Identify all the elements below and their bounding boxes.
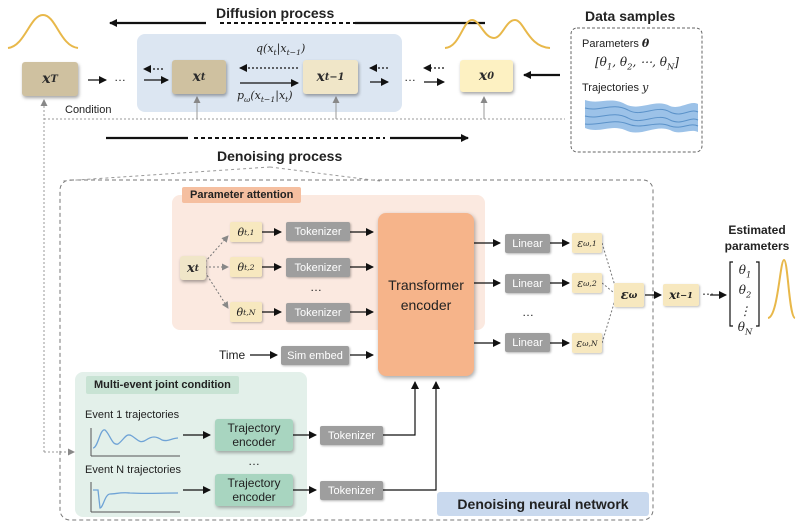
eventN-trajectory-plot xyxy=(90,482,180,513)
event1-label: Event 1 trajectories xyxy=(85,409,180,421)
transformer-encoder: Transformer encoder xyxy=(378,213,474,376)
data-samples-title: Data samples xyxy=(585,8,676,24)
denoising-title: Denoising process xyxy=(217,148,343,164)
parameters-set: [θ1, θ2, ⋯, θN] xyxy=(595,55,679,72)
trajectories-plot xyxy=(584,100,699,133)
time-label: Time xyxy=(219,348,246,362)
noise-distribution-curve xyxy=(7,13,79,49)
linear-dots: … xyxy=(522,305,534,319)
data-distribution-curve xyxy=(444,18,551,49)
diffusion-title: Diffusion process xyxy=(216,5,335,21)
multi-event-title: Multi-event joint condition xyxy=(86,376,239,394)
event-tokenizer-1: Tokenizer xyxy=(320,426,383,445)
trajectories-label: Trajectories y xyxy=(582,81,649,94)
linear-1: Linear xyxy=(505,234,550,253)
output-dots: ⋯ xyxy=(702,287,714,301)
transformer-label: Transformer encoder xyxy=(388,276,464,313)
estimated-parameters-title: Estimated parameters xyxy=(724,223,790,253)
event-tokenizer-N: Tokenizer xyxy=(320,481,383,500)
tokenizer-2: Tokenizer xyxy=(286,258,350,277)
estimated-distribution-curve xyxy=(767,258,796,319)
denoising-network-label: Denoising neural network xyxy=(437,492,649,516)
sim-embed: Sim embed xyxy=(281,346,349,365)
chain-ellipsis-left: … xyxy=(114,70,126,84)
param-attention-title: Parameter attention xyxy=(182,187,302,203)
forward-q-label: q(xt|xt−1) xyxy=(256,42,306,58)
tokenizer-dots: … xyxy=(310,280,322,294)
tokenizer-1: Tokenizer xyxy=(286,222,350,241)
parameters-label: Parameters θ xyxy=(582,37,650,50)
trajectory-encoder-1: Trajectory encoder xyxy=(215,419,293,451)
encoder-dots: … xyxy=(248,454,260,468)
linear-N: Linear xyxy=(505,333,550,352)
event1-trajectory-plot xyxy=(90,428,180,457)
trajectory-encoder-N: Trajectory encoder xyxy=(215,474,293,506)
tokenizer-N: Tokenizer xyxy=(286,303,350,322)
linear-2: Linear xyxy=(505,274,550,293)
chain-ellipsis-right: … xyxy=(404,70,416,84)
eventN-label: Event N trajectories xyxy=(85,464,181,476)
reverse-p-label: pω(xt−1|xt) xyxy=(237,89,293,105)
condition-label: Condition xyxy=(65,104,112,116)
